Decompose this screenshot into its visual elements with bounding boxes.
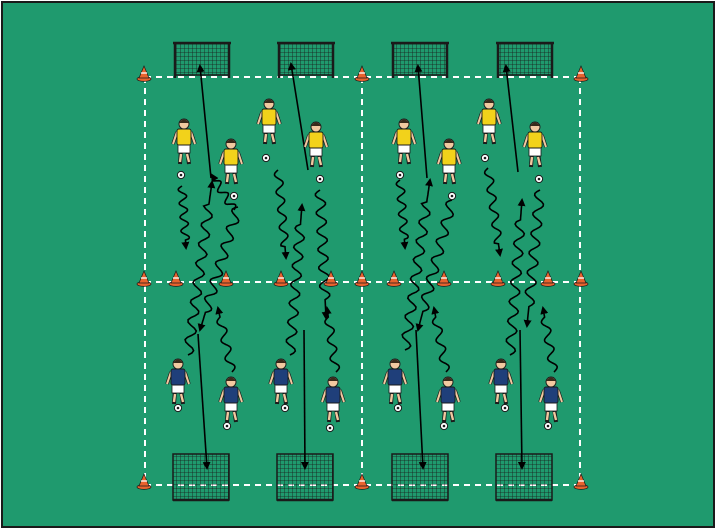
goal-icon bbox=[173, 43, 231, 78]
goal-icon bbox=[496, 454, 552, 500]
goal-icon bbox=[496, 43, 554, 78]
goal-icon bbox=[391, 43, 449, 78]
goal-icon bbox=[392, 454, 448, 500]
goal-icon bbox=[173, 454, 229, 500]
arrow-icon bbox=[304, 330, 305, 468]
goal-icon bbox=[277, 43, 335, 78]
